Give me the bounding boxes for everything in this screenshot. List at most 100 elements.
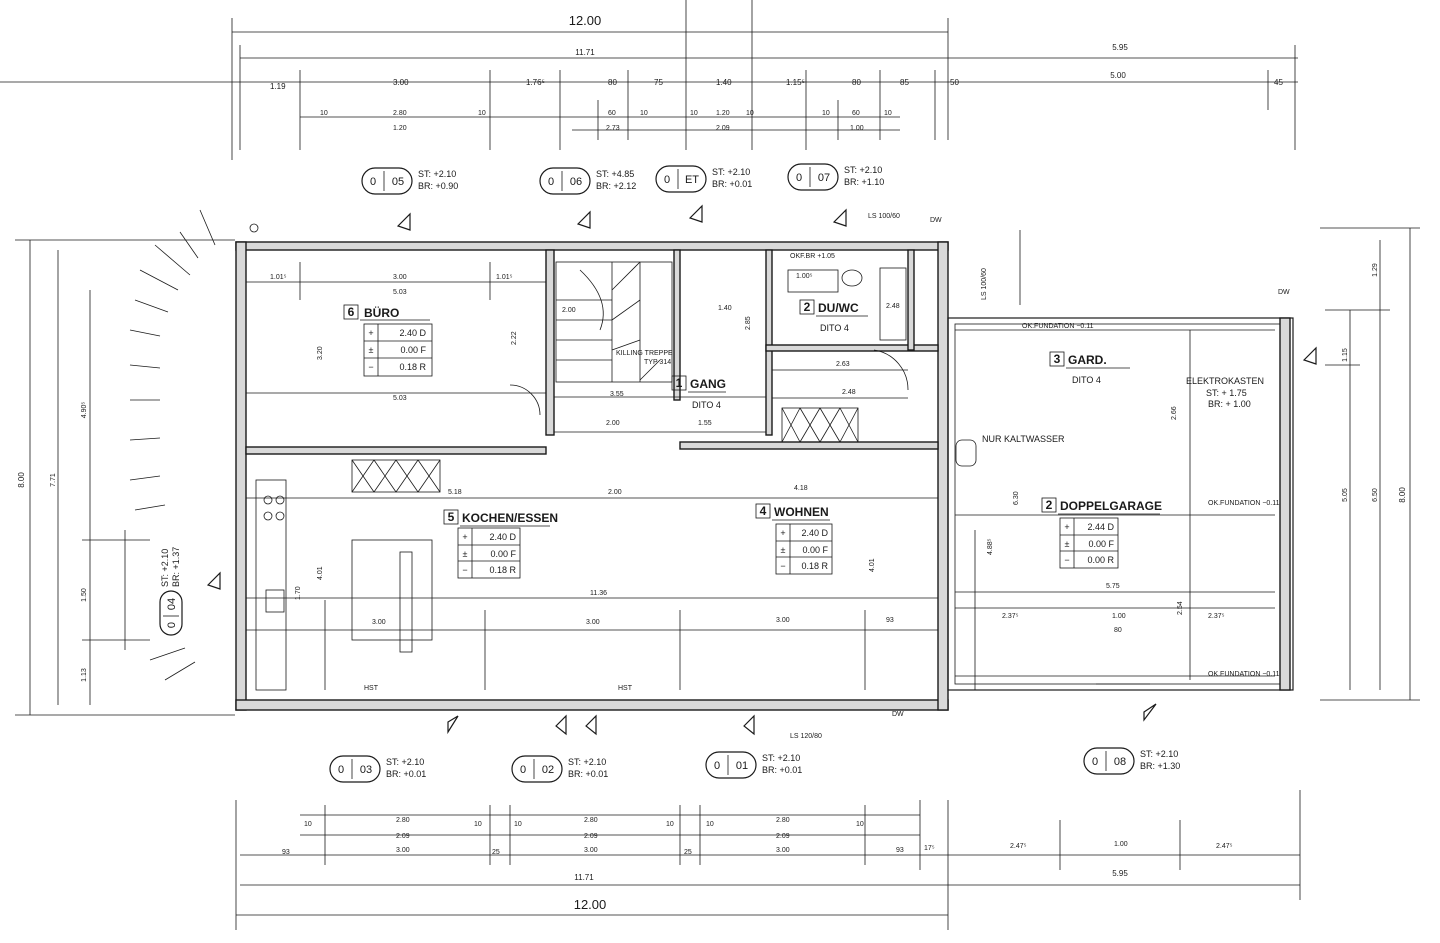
svg-text:5.18: 5.18: [448, 489, 462, 496]
svg-text:3.00: 3.00: [396, 847, 410, 854]
svg-text:BR: +1.37: BR: +1.37: [171, 547, 181, 587]
svg-text:0: 0: [338, 764, 344, 776]
dim-left-inner: 7.71: [50, 473, 57, 487]
svg-text:BR: +0.90: BR: +0.90: [418, 181, 458, 191]
dim-top-r3: 3.00: [393, 78, 409, 87]
svg-text:3.00: 3.00: [586, 619, 600, 626]
dim-top-r4: 10: [822, 110, 830, 117]
svg-text:1.00: 1.00: [1114, 841, 1128, 848]
svg-text:0.00 F: 0.00 F: [1088, 539, 1114, 549]
dim-bottom-total: 12.00: [574, 897, 607, 912]
dim-top-inner: 11.71: [575, 48, 595, 57]
svg-text:DITO 4: DITO 4: [820, 323, 849, 333]
svg-text:0: 0: [714, 760, 720, 772]
svg-text:06: 06: [570, 176, 582, 188]
svg-text:BR: +0.01: BR: +0.01: [712, 179, 752, 189]
svg-text:2.80: 2.80: [584, 817, 598, 824]
bathroom-fixtures: [249, 223, 977, 467]
room-kochen-essen: 5 KOCHEN/ESSEN + ± − 2.40 D 0.00 F 0.18 …: [443, 509, 558, 579]
svg-text:BR: +1.30: BR: +1.30: [1140, 761, 1180, 771]
svg-text:4.01: 4.01: [317, 566, 324, 580]
svg-text:10: 10: [304, 821, 312, 828]
svg-text:1.00⁵: 1.00⁵: [796, 273, 813, 280]
svg-text:1.70: 1.70: [295, 586, 302, 600]
svg-text:2.63: 2.63: [836, 361, 850, 368]
dim-top-r3: 45: [1274, 78, 1283, 87]
svg-text:3.55: 3.55: [610, 391, 624, 398]
svg-text:BR: +0.01: BR: +0.01: [762, 765, 802, 775]
svg-text:5.75: 5.75: [1106, 583, 1120, 590]
hst-label: HST: [618, 685, 633, 692]
svg-text:1.40: 1.40: [718, 305, 732, 312]
svg-text:3.00: 3.00: [776, 847, 790, 854]
svg-text:BÜRO: BÜRO: [364, 305, 399, 320]
dim-left-total: 8.00: [17, 472, 26, 488]
svg-text:6: 6: [348, 305, 355, 319]
svg-text:04: 04: [166, 598, 178, 610]
svg-text:5.03: 5.03: [393, 289, 407, 296]
hst-label: HST: [364, 685, 379, 692]
svg-text:2.47⁵: 2.47⁵: [1216, 843, 1233, 850]
plan-labels: KILLING TREPPE TYP 314 ELEKTROKASTEN ST:…: [364, 213, 1290, 740]
svg-text:07: 07: [818, 172, 830, 184]
dim-right-d: 1.15: [1342, 348, 1349, 362]
svg-text:10: 10: [856, 821, 864, 828]
ls-label: LS 100/60: [981, 268, 988, 300]
dim-top-r4: 60: [852, 110, 860, 117]
dim-top-r3: 80: [852, 78, 861, 87]
dim-top-r4: 10: [884, 110, 892, 117]
dim-top-r3: 75: [654, 78, 663, 87]
svg-text:2.09: 2.09: [584, 833, 598, 840]
svg-text:BR: +0.01: BR: +0.01: [386, 769, 426, 779]
svg-text:DITO 4: DITO 4: [1072, 375, 1101, 385]
svg-text:2.80: 2.80: [396, 817, 410, 824]
left-dimension-labels: 8.00 7.71 4.90⁵ 1.50 1.13: [17, 402, 88, 682]
svg-text:ST: +2.10: ST: +2.10: [386, 757, 424, 767]
dim-top-r4: 1.20: [716, 110, 730, 117]
svg-text:3.00: 3.00: [776, 617, 790, 624]
svg-text:ST: +2.10: ST: +2.10: [762, 753, 800, 763]
svg-text:0: 0: [548, 176, 554, 188]
dw-label: DW: [930, 217, 942, 224]
stair-label: KILLING TREPPE: [616, 350, 673, 357]
svg-text:GANG: GANG: [690, 377, 726, 391]
okfundation-label: OK.FUNDATION −0.11: [1208, 671, 1280, 678]
right-dimensions: [1019, 227, 1420, 701]
svg-text:25: 25: [492, 849, 500, 856]
dim-left-a: 4.90⁵: [81, 402, 88, 419]
dim-top-r4: 10: [478, 110, 486, 117]
svg-text:ET: ET: [685, 174, 699, 186]
dw-label: DW: [1278, 289, 1290, 296]
svg-text:BR: +0.01: BR: +0.01: [568, 769, 608, 779]
living-fixtures: [509, 349, 909, 443]
top-dimension-labels: 12.00 11.71 5.95 5.00 1.19 3.00 1.76⁵ 80…: [270, 13, 1283, 132]
svg-text:93: 93: [282, 849, 290, 856]
top-dimensions: [0, 0, 1298, 160]
svg-text:08: 08: [1114, 756, 1126, 768]
svg-text:10: 10: [514, 821, 522, 828]
svg-text:ST: +2.10: ST: +2.10: [712, 167, 750, 177]
room-buero: 6 BÜRO + ± − 2.40 D 0.00 F 0.18 R: [343, 304, 433, 377]
svg-text:2.00: 2.00: [562, 307, 576, 314]
svg-text:93: 93: [896, 847, 904, 854]
dim-top-r4: 1.20: [393, 125, 407, 132]
svg-text:2.40 D: 2.40 D: [399, 328, 426, 338]
dim-right-c: 1.29: [1372, 263, 1379, 277]
garage-walls: [947, 317, 1294, 691]
svg-text:10: 10: [666, 821, 674, 828]
svg-text:2.37⁵: 2.37⁵: [1002, 613, 1019, 620]
dim-right-b: 5.05: [1342, 488, 1349, 502]
section-markers: [206, 204, 1317, 736]
svg-text:±: ±: [463, 549, 468, 559]
window-tag: 0 04 ST: +2.10 BR: +1.37: [159, 547, 183, 636]
dim-garage-a: 5.95: [1112, 43, 1128, 52]
svg-text:ST: +2.10: ST: +2.10: [1140, 749, 1178, 759]
window-tag: 0 01 ST: +2.10 BR: +0.01: [705, 751, 802, 779]
svg-text:−: −: [368, 362, 373, 372]
svg-text:4.88⁵: 4.88⁵: [987, 538, 994, 555]
svg-text:2.44 D: 2.44 D: [1087, 522, 1114, 532]
svg-text:BR: +1.10: BR: +1.10: [844, 177, 884, 187]
svg-text:±: ±: [1065, 539, 1070, 549]
svg-text:3.00: 3.00: [584, 847, 598, 854]
